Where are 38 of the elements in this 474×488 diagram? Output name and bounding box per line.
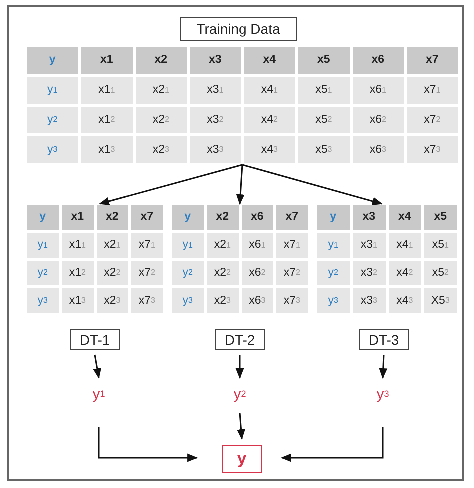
arrow bbox=[237, 412, 246, 440]
column-header: x1 bbox=[62, 205, 94, 230]
column-header: y bbox=[27, 205, 59, 230]
arrow bbox=[379, 354, 388, 380]
column-header: x2 bbox=[136, 47, 187, 74]
arrow bbox=[93, 354, 102, 380]
column-header: x3 bbox=[352, 205, 386, 230]
arrow bbox=[236, 164, 245, 206]
arrow bbox=[98, 427, 198, 462]
column-header: x3 bbox=[190, 47, 241, 74]
column-header: x6 bbox=[242, 205, 274, 230]
column-header: x7 bbox=[406, 47, 458, 74]
arrow bbox=[280, 427, 384, 462]
column-header: x5 bbox=[424, 205, 457, 230]
column-header: y bbox=[27, 47, 78, 74]
label-box: DT-2 bbox=[215, 329, 265, 350]
data-table bbox=[27, 205, 163, 313]
label-box: DT-3 bbox=[359, 329, 409, 350]
column-header: y bbox=[172, 205, 204, 230]
result-box: y bbox=[222, 445, 262, 473]
column-header: x4 bbox=[388, 205, 422, 230]
label-box: DT-1 bbox=[70, 329, 120, 350]
column-header: x2 bbox=[96, 205, 128, 230]
arrow bbox=[242, 164, 383, 206]
data-table bbox=[317, 205, 457, 313]
column-header: x4 bbox=[244, 47, 296, 74]
arrow bbox=[98, 164, 243, 206]
column-header: x2 bbox=[206, 205, 238, 230]
data-table bbox=[27, 47, 458, 163]
column-header: x7 bbox=[131, 205, 163, 230]
column-header: x1 bbox=[81, 47, 132, 74]
column-header: x7 bbox=[276, 205, 308, 230]
arrow bbox=[236, 355, 244, 380]
column-header: x5 bbox=[298, 47, 350, 74]
column-header: y bbox=[317, 205, 350, 230]
column-header: x6 bbox=[352, 47, 404, 74]
data-table bbox=[172, 205, 308, 313]
label-box: Training Data bbox=[180, 17, 297, 41]
